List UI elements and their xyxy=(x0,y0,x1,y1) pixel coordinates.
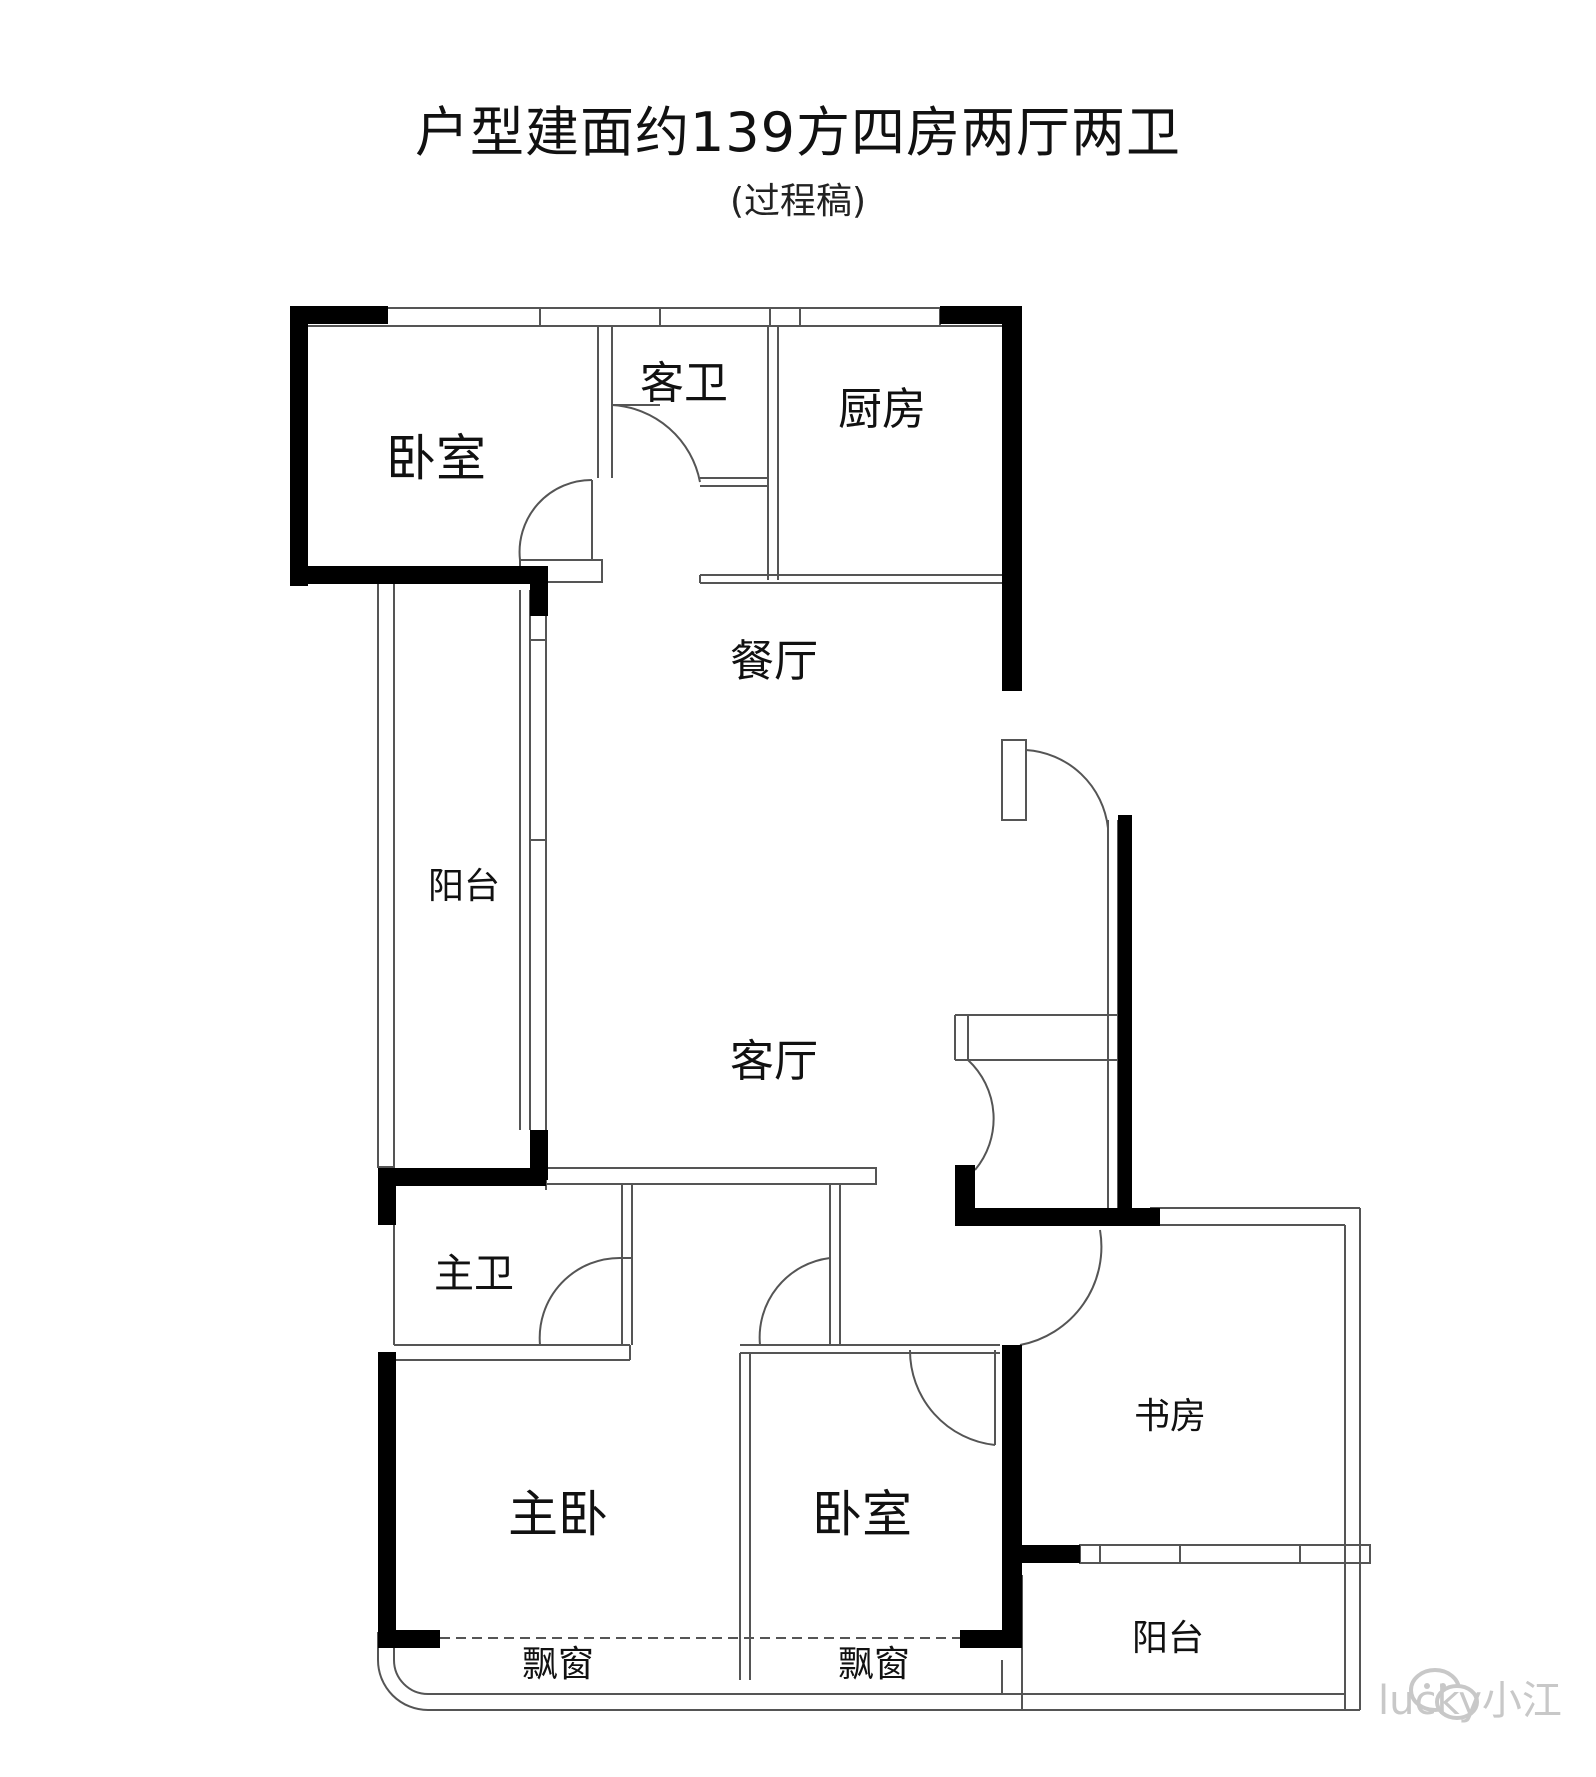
room-label-balcony-se: 阳台 xyxy=(1132,1618,1204,1659)
page-subtitle: (过程稿) xyxy=(729,181,867,222)
room-label-dining: 餐厅 xyxy=(730,636,818,687)
room-label-bay-window-2: 飘窗 xyxy=(838,1644,910,1685)
room-label-bedroom-nw: 卧室 xyxy=(386,430,486,488)
room-label-living: 客厅 xyxy=(730,1036,818,1087)
wechat-icon xyxy=(1409,1668,1479,1720)
room-label-guest-bath: 客卫 xyxy=(640,358,728,409)
room-label-kitchen: 厨房 xyxy=(838,384,926,435)
room-label-bedroom-s: 卧室 xyxy=(812,1486,912,1544)
room-label-study: 书房 xyxy=(1134,1396,1206,1437)
page-title: 户型建面约139方四房两厅两卫 xyxy=(414,101,1182,164)
room-label-master-bath: 主卫 xyxy=(434,1251,514,1297)
watermark-text: lucky小江 xyxy=(1378,1678,1562,1724)
room-label-bay-window-1: 飘窗 xyxy=(522,1644,594,1685)
room-label-master-bedroom: 主卧 xyxy=(508,1486,608,1544)
room-label-balcony-w: 阳台 xyxy=(428,866,500,907)
